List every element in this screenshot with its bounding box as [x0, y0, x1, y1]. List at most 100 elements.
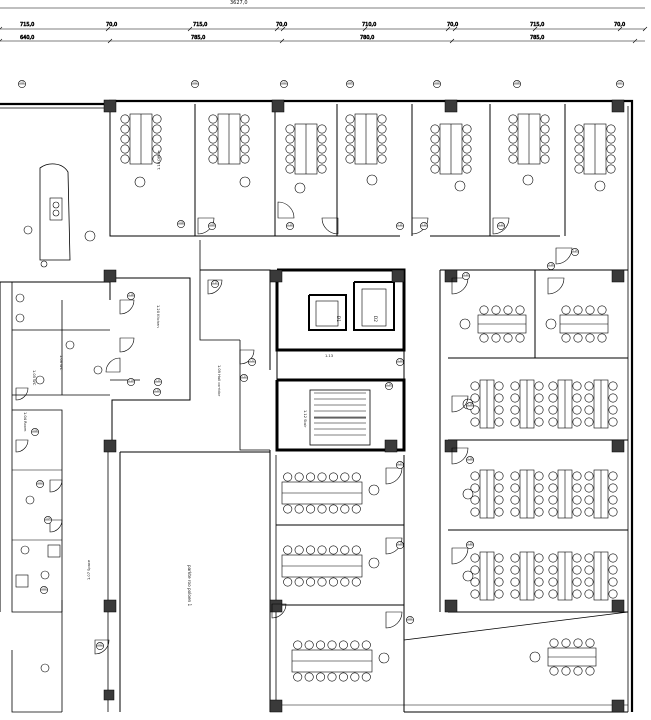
- room-tag: 1.22: [248, 358, 256, 366]
- room-tag: 1.03: [280, 80, 288, 88]
- chair: [316, 640, 326, 650]
- chair: [572, 577, 582, 587]
- chair: [540, 144, 550, 154]
- door-swing: [277, 201, 295, 219]
- chair: [470, 507, 480, 517]
- chair: [377, 124, 387, 134]
- room-tag-number: 1.12: [421, 223, 427, 226]
- chair: [549, 638, 559, 648]
- room-tag: 1.15: [462, 272, 470, 280]
- room-tag: 1.06: [31, 428, 39, 436]
- dimension-label-row1: 70,0: [106, 22, 117, 28]
- chair: [529, 651, 541, 663]
- lift-2-label: D2: [373, 316, 378, 322]
- wall: [108, 277, 191, 444]
- chair: [470, 381, 480, 391]
- chair: [574, 124, 584, 134]
- chair: [548, 405, 558, 415]
- room-tag: 1.03: [36, 480, 44, 488]
- door-swing: [49, 479, 63, 493]
- chair: [285, 154, 295, 164]
- column: [103, 689, 115, 701]
- stair-outline: [309, 389, 371, 446]
- column: [384, 439, 398, 453]
- room-tag: 1.27: [396, 461, 404, 469]
- wall: [11, 650, 62, 713]
- chair: [572, 381, 582, 391]
- room-label-corridor: 1.09 Hall corridor: [217, 365, 221, 397]
- door-swing: [119, 299, 135, 315]
- chair: [534, 381, 544, 391]
- chair: [283, 504, 293, 514]
- chair: [283, 545, 293, 555]
- chair: [584, 589, 594, 599]
- chair: [608, 381, 618, 391]
- chair: [377, 114, 387, 124]
- chair: [459, 318, 471, 330]
- chair: [23, 225, 33, 235]
- room-tag-number: 1.06: [514, 81, 520, 84]
- chair: [338, 672, 348, 682]
- chair: [152, 114, 162, 124]
- door-swing: [271, 603, 287, 619]
- chair: [430, 154, 440, 164]
- chair: [548, 565, 558, 575]
- chair: [327, 640, 337, 650]
- door-swing: [119, 337, 135, 353]
- column: [611, 439, 625, 453]
- room-tag-number: 1.10: [287, 223, 293, 226]
- chair: [510, 393, 520, 403]
- chair: [510, 405, 520, 415]
- room-tag-number: 1.13: [498, 223, 504, 226]
- dimension-label-row1: 715,0: [20, 22, 34, 28]
- chair: [293, 672, 303, 682]
- door-swing: [49, 519, 63, 533]
- dimension-tick: [279, 38, 285, 44]
- chair: [584, 553, 594, 563]
- room-tag-number: 1.15: [463, 273, 469, 276]
- chair: [572, 507, 582, 517]
- chair: [606, 154, 616, 164]
- chair: [470, 483, 480, 493]
- chair: [510, 565, 520, 575]
- chair: [317, 545, 327, 555]
- wall: [199, 270, 240, 341]
- dimension-tick: [632, 38, 638, 44]
- lift-car: [315, 300, 339, 327]
- chair: [572, 393, 582, 403]
- chair: [540, 154, 550, 164]
- chair: [574, 164, 584, 174]
- chair: [572, 495, 582, 505]
- dimension-tick: [0, 38, 3, 42]
- chair: [534, 553, 544, 563]
- dimension-tick: [187, 26, 193, 32]
- chair: [361, 672, 371, 682]
- room-tag-number: 1.08: [178, 221, 184, 224]
- chair: [377, 144, 387, 154]
- chair: [345, 134, 355, 144]
- chair: [608, 553, 618, 563]
- room-tag-number: 1.05: [41, 587, 47, 590]
- chair: [479, 333, 489, 343]
- dimension-label-row1: 710,0: [362, 22, 376, 28]
- chair: [494, 381, 504, 391]
- room-label-small-a: 1.13: [325, 354, 333, 358]
- room-tag: 1.23: [240, 374, 248, 382]
- chair: [283, 577, 293, 587]
- room-tag-number: 1.23: [241, 375, 247, 378]
- dimension-tick: [452, 26, 458, 32]
- chair: [548, 471, 558, 481]
- chair: [120, 134, 130, 144]
- chair: [549, 666, 559, 676]
- chair: [608, 417, 618, 427]
- chair: [20, 545, 30, 555]
- chair: [351, 577, 361, 587]
- dimension-label-row1: 715,0: [193, 22, 207, 28]
- chair: [548, 495, 558, 505]
- chair: [239, 176, 251, 188]
- chair: [306, 577, 316, 587]
- chair: [606, 124, 616, 134]
- room-tag: 1.19: [127, 378, 135, 386]
